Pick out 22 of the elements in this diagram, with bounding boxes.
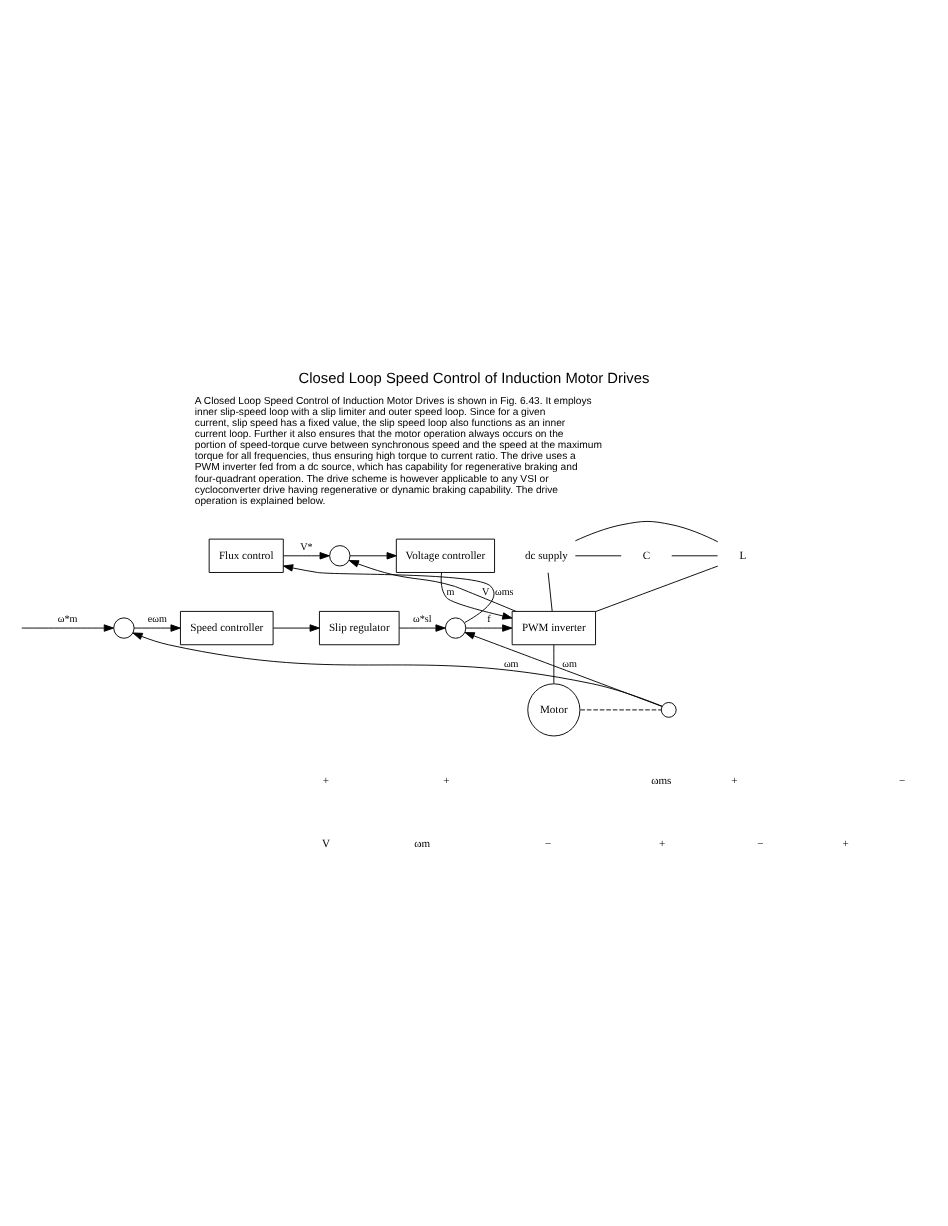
- connector: [547, 571, 553, 611]
- arrow: [283, 563, 495, 622]
- arrow: [465, 623, 513, 631]
- connector: [579, 708, 662, 710]
- node-circle: [444, 616, 467, 638]
- node-circle: [113, 616, 135, 638]
- arrow: [349, 551, 397, 559]
- connector: [574, 519, 719, 542]
- node-circle: [660, 701, 677, 717]
- node-circle: [329, 544, 351, 566]
- connector: [553, 643, 555, 683]
- arrow: [398, 623, 446, 631]
- arrow: [464, 631, 663, 706]
- arrow: [133, 623, 181, 631]
- connector: [595, 564, 719, 611]
- arrow: [272, 623, 320, 631]
- arrow: [21, 623, 114, 631]
- arrow: [283, 551, 330, 559]
- arrow: [440, 571, 513, 619]
- arrow: [132, 631, 663, 706]
- diagram-title: Closed Loop Speed Control of Induction Motor Drives: [298, 368, 650, 387]
- arrow: [348, 559, 517, 611]
